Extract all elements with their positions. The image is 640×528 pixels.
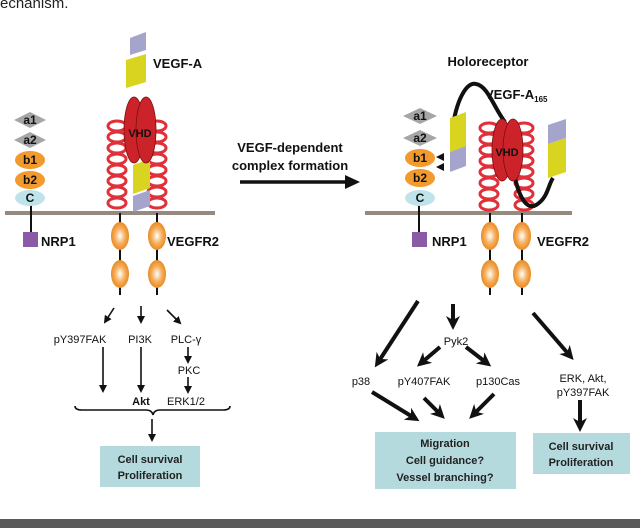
signal-p130cas: p130Cas [476, 376, 521, 388]
signal-erk: ERK1/2 [167, 396, 205, 408]
label-a1: a1 [23, 113, 37, 127]
nrp1-label: NRP1 [432, 234, 467, 249]
ig-domain-ring [106, 141, 128, 155]
vegfr2-ig-domains-a [106, 119, 128, 210]
label-b2: b2 [413, 171, 427, 185]
signal-akt: Akt [132, 396, 150, 408]
kinase-domain [111, 222, 129, 250]
ig-domain-ring [146, 174, 168, 188]
outcome-text: Cell survival [549, 441, 614, 453]
vegf-a-label: VEGF-A [153, 56, 203, 71]
left-panel: a1 a2 b1 b2 C NRP1 VEGFR2 VH [5, 32, 231, 487]
ig-domain-ring [146, 163, 168, 177]
ig-domain-ring [478, 187, 500, 201]
signal-erk-akt: ERK, Akt, [559, 373, 606, 385]
ig-domain-ring [146, 196, 168, 210]
signal-p38: p38 [352, 376, 370, 388]
outcome-text: Vessel branching? [396, 472, 493, 484]
signal-fak407: pY407FAK [398, 376, 451, 388]
label-b2: b2 [23, 173, 37, 187]
signal-fak397: pY397FAK [557, 387, 610, 399]
transition-line1: VEGF-dependent [237, 140, 343, 155]
vegf-a-left: VHD VEGF-A [123, 32, 203, 212]
cell-membrane [365, 211, 572, 215]
arrow-head-icon [345, 175, 360, 189]
cell-membrane [5, 211, 215, 215]
holoreceptor-title: Holoreceptor [448, 54, 529, 69]
signal-plc-gamma: PLC-γ [171, 334, 202, 346]
nrp1-domain-a2 [14, 132, 46, 148]
ig-domain-ring [106, 130, 128, 144]
nrp1-anchor [23, 232, 38, 247]
vegfr2-label: VEGFR2 [537, 234, 589, 249]
ig-domain-ring [106, 196, 128, 210]
ig-domain-ring [106, 163, 128, 177]
kinase-domain [148, 260, 166, 288]
right-signaling [370, 299, 587, 432]
ig-domain-ring [478, 176, 500, 190]
vegf-a165-label: VEGF-A165 [485, 87, 548, 104]
outcome-box-survival [533, 433, 630, 474]
transition-line2: complex formation [232, 158, 348, 173]
outcome-text: Proliferation [118, 470, 183, 482]
footer-bar [0, 519, 640, 528]
ig-domain-ring [478, 198, 500, 212]
nrp1-domain-b2 [15, 171, 45, 189]
vhd-label: VHD [495, 147, 518, 159]
label-a1: a1 [413, 109, 427, 123]
label-c: C [26, 191, 35, 205]
outcome-text: Proliferation [549, 457, 614, 469]
nrp1-label: NRP1 [41, 234, 76, 249]
vhd-label: VHD [128, 128, 151, 140]
outcome-text: Cell survival [118, 454, 183, 466]
signal-pi3k: PI3K [128, 334, 153, 346]
outcome-box-migration [375, 432, 516, 489]
left-signaling [74, 306, 231, 442]
nrp1-domain-b1 [15, 151, 45, 169]
label-a2: a2 [23, 133, 37, 147]
nrp1-domain-a1 [14, 112, 46, 128]
kinase-domain [111, 260, 129, 288]
label-c: C [416, 191, 425, 205]
label-a2: a2 [413, 131, 427, 145]
ig-domain-ring [106, 152, 128, 166]
label-b1: b1 [413, 151, 427, 165]
outcome-text: Cell guidance? [406, 455, 485, 467]
vegfr2-left: VEGFR2 [106, 119, 219, 295]
caption-fragment: echanism. [0, 0, 68, 12]
nrp1-domain-c [15, 190, 45, 206]
signal-fak: pY397FAK [54, 334, 107, 346]
outcome-text: Migration [420, 438, 470, 450]
ig-domain-ring [106, 185, 128, 199]
vegf-a165: VHD VEGF-A165 [450, 81, 566, 209]
kinase-domain [148, 222, 166, 250]
nrp1-left: a1 a2 b1 b2 C NRP1 [14, 112, 76, 249]
ig-domain-ring [146, 185, 168, 199]
vegfr2-label: VEGFR2 [167, 234, 219, 249]
outcome-box-left [100, 446, 200, 487]
signal-pkc: PKC [178, 365, 201, 377]
nrp1-anchor [412, 232, 427, 247]
signal-pyk2: Pyk2 [444, 336, 468, 348]
transition: VEGF-dependent complex formation [232, 140, 360, 189]
ig-domain-ring [106, 174, 128, 188]
right-panel: Holoreceptor a1 a2 b1 b2 C NRP1 [352, 54, 630, 489]
nrp1-right: a1 a2 b1 b2 C NRP1 [403, 108, 467, 249]
vhd-domain [135, 96, 157, 164]
ig-domain-ring [106, 119, 128, 133]
brace [74, 405, 231, 416]
label-b1: b1 [23, 153, 37, 167]
